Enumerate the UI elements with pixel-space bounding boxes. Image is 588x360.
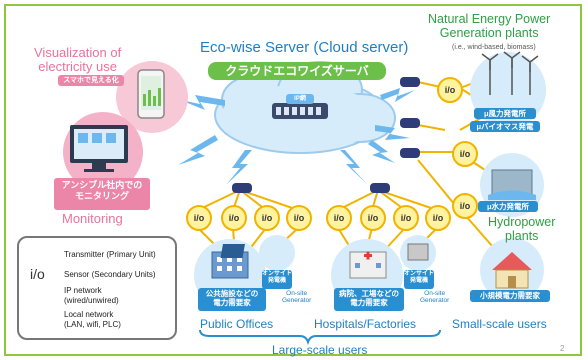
ip-network-label: IP網 — [286, 94, 314, 104]
io-sensor: i/o — [286, 205, 312, 231]
natural-energy-title: Natural Energy Power Generation plants — [428, 12, 551, 40]
slide-frame — [4, 4, 582, 356]
onsite-generator-circle-1 — [259, 235, 295, 271]
io-sensor: i/o — [452, 193, 478, 219]
io-sensor: i/o — [254, 205, 280, 231]
ip-network-bolts — [178, 88, 415, 185]
io-sensor: i/o — [425, 205, 451, 231]
hospitals-title: Hospitals/Factories — [314, 317, 417, 331]
legend-ip-network: IP network (wired/unwired) — [64, 286, 119, 305]
server-icon — [272, 103, 328, 119]
house-icon — [492, 252, 532, 289]
solar-panel-icon — [220, 244, 245, 258]
monitoring-jp-badge: アンシブル社内での モニタリング — [54, 178, 150, 210]
public-offices-title: Public Offices — [200, 317, 274, 331]
onsite-generator-jp-1: オンサイト 発電機 — [262, 270, 292, 289]
hospital-demand-tag: 病院、工場などの 電力需要家 — [334, 288, 404, 311]
visualization-title: Visualization of electricity use — [34, 45, 122, 75]
biomass-plant-tag: μバイオマス発電 — [470, 121, 540, 132]
monitoring-title: Monitoring — [62, 211, 123, 226]
io-sensor: i/o — [221, 205, 247, 231]
io-sensor: i/o — [393, 205, 419, 231]
generator-icon — [407, 243, 429, 261]
natural-energy-subtitle: (i.e., wind-based, biomass) — [452, 44, 536, 51]
public-demand-tag: 公共施設などの 電力需要家 — [198, 288, 266, 311]
io-sensor: i/o — [437, 77, 463, 103]
hydro-plant-icon — [488, 169, 536, 200]
io-sensor: i/o — [360, 205, 386, 231]
wind-turbine-icons — [481, 51, 539, 95]
small-demand-tag: 小規模電力需要家 — [470, 290, 550, 302]
io-sensor: i/o — [452, 141, 478, 167]
visualization-jp-badge: スマホで見える化 — [58, 75, 124, 86]
large-users-bracket — [199, 329, 441, 346]
server-title: Eco-wise Server (Cloud server) — [200, 39, 409, 56]
small-users-title: Small-scale users — [452, 317, 547, 331]
legend-sensor: Sensor (Secondary Units) — [64, 270, 156, 279]
hydro-plant-tag: μ水力発電所 — [478, 201, 538, 212]
legend-transmitter: Transmitter (Primary Unit) — [64, 250, 156, 259]
io-sensor: i/o — [186, 205, 212, 231]
monitor-icon — [70, 125, 128, 172]
transmitters — [232, 77, 420, 193]
page-number: 2 — [560, 344, 565, 353]
io-sensor: i/o — [326, 205, 352, 231]
hydropower-title: Hydropower plants — [488, 215, 556, 243]
onsite-generator-jp-2: オンサイト 発電機 — [404, 270, 434, 289]
hospital-icon — [349, 251, 387, 279]
legend-sensor-symbol: i/o — [30, 266, 45, 282]
server-jp-badge: クラウドエコワイズサーバ — [208, 62, 386, 80]
smartphone-icon — [137, 69, 165, 119]
legend-local-network: Local network (LAN, wifi, PLC) — [64, 310, 121, 329]
large-users-title: Large-scale users — [272, 343, 368, 357]
onsite-generator-en-2: On-site Generator — [420, 290, 450, 305]
onsite-generator-en-1: On-site Generator — [282, 290, 312, 305]
wind-plant-tag: μ風力発電所 — [474, 108, 536, 119]
legend — [17, 236, 177, 340]
